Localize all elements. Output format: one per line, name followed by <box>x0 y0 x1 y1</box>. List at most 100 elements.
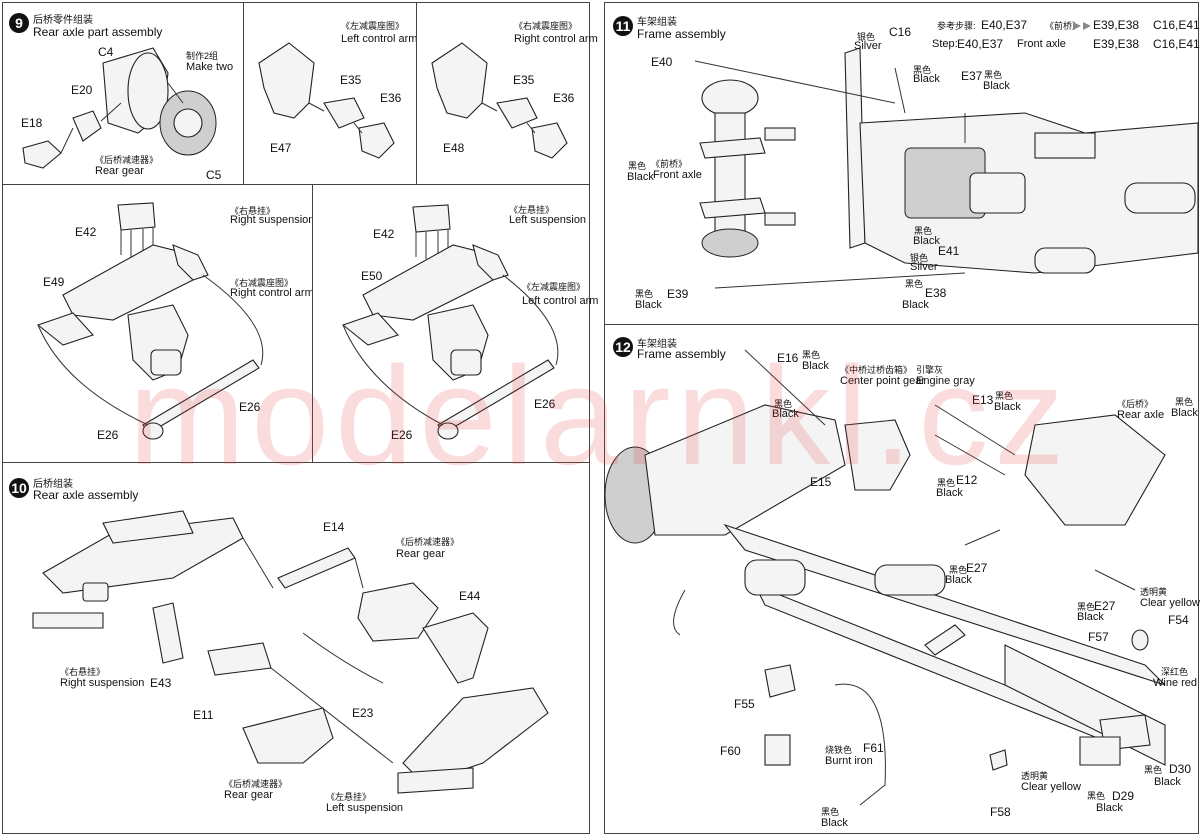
part-e37: E37 <box>961 69 983 83</box>
silver-e41-zh: 银色 <box>910 253 929 263</box>
part-d29: D29 <box>1112 789 1135 803</box>
left-susp3-en: Left suspension <box>326 802 404 814</box>
left-suspension-panel: E42 E50 E26 E26 《左悬挂》 Left suspension 《左… <box>312 184 598 464</box>
black-d30-zh: 黑色 <box>1144 765 1163 775</box>
ref-step-zh: 参考步骤: <box>937 21 976 31</box>
rear-axle-assembly-illustration <box>32 510 549 794</box>
left-susp3-zh: 《左悬挂》 <box>326 792 372 802</box>
ref-parts1-en: E40,E37 <box>957 37 1004 51</box>
black-e41-zh: 黑色 <box>914 226 933 236</box>
part-e40: E40 <box>651 55 673 69</box>
right-arm-en: Right control arm <box>514 33 598 45</box>
part-f58: F58 <box>990 805 1011 819</box>
ref-parts3-en: C16,E41 <box>1153 37 1200 51</box>
black-e41-en: Black <box>913 235 940 247</box>
part-e13: E13 <box>972 393 994 407</box>
part-e42-right: E42 <box>75 225 97 239</box>
black-e38-zh: 黑色 <box>905 279 924 289</box>
part-e14: E14 <box>323 520 345 534</box>
part-e35-right: E35 <box>513 73 535 87</box>
step9-title-zh: 后桥零件组装 <box>33 15 93 26</box>
black-e12-en: Black <box>936 487 963 499</box>
black-d29-zh: 黑色 <box>1087 791 1106 801</box>
engine-gray-en: Engine gray <box>916 375 975 387</box>
wine-red-en: Wine red <box>1153 677 1198 689</box>
step11-title-en: Frame assembly <box>637 27 726 41</box>
black-e27a-zh: 黑色 <box>949 565 968 575</box>
ref-front-zh: 《前桥》 <box>1045 21 1082 31</box>
black-e16-en: Black <box>802 360 829 372</box>
part-e16: E16 <box>777 351 799 365</box>
part-e42-left: E42 <box>373 227 395 241</box>
part-e36-left: E36 <box>380 91 402 105</box>
left-arm-en: Left control arm <box>341 33 418 45</box>
left-susp-zh: 《左悬挂》 <box>509 205 555 215</box>
black-front-en: Black <box>627 171 654 183</box>
part-e44: E44 <box>459 589 481 603</box>
ref-step-en: Step: <box>932 38 958 50</box>
part-e23: E23 <box>352 706 374 720</box>
clear-yellow-zh: 透明黄 <box>1140 587 1168 597</box>
black-c16-zh: 黑色 <box>913 65 932 75</box>
rear-axle-en: Rear axle <box>1117 409 1165 421</box>
part-c5: C5 <box>206 168 222 182</box>
step12-title-zh: 车架组装 <box>637 339 677 350</box>
black-e13-en: Black <box>994 401 1021 413</box>
black-e27b-zh: 黑色 <box>1077 602 1096 612</box>
make-two-zh: 制作2组 <box>186 51 219 61</box>
wine-red-zh: 深红色 <box>1161 667 1189 677</box>
part-e15: E15 <box>810 475 832 489</box>
part-d30: D30 <box>1169 762 1192 776</box>
rear-gear1-zh: 《后桥减速器》 <box>396 537 460 547</box>
right-suspension-illustration <box>36 202 264 440</box>
step10-title-en: Rear axle assembly <box>33 488 139 502</box>
black-e16-zh: 黑色 <box>802 350 821 360</box>
black-bottom-zh: 黑色 <box>821 807 840 817</box>
rear-gear-zh: 《后桥减速器》 <box>95 155 159 165</box>
right-arm2-en: Right control arm <box>230 287 314 299</box>
step12-title-en: Frame assembly <box>637 347 726 361</box>
rear-gear2-en: Rear gear <box>224 789 273 801</box>
right-susp3-en: Right suspension <box>60 677 145 689</box>
ref-parts2-en: E39,E38 <box>1093 37 1140 51</box>
black-e37-zh: 黑色 <box>984 70 1003 80</box>
part-f61: F61 <box>863 741 884 755</box>
part-e43: E43 <box>150 676 172 690</box>
ref-parts2-zh: E39,E38 <box>1093 18 1140 32</box>
burnt-iron-zh: 烧铁色 <box>825 745 853 755</box>
black-d29-en: Black <box>1096 802 1123 814</box>
silver-e41-en: Silver <box>910 261 938 273</box>
clear-yellow2-zh: 透明黄 <box>1021 771 1049 781</box>
silver-top-zh: 银色 <box>857 32 876 42</box>
left-control-arm-panel: 《左减震座图》 Left control arm E35 E36 E47 <box>243 2 418 186</box>
make-two-en: Make two <box>186 61 234 73</box>
step-number-12: 12 <box>613 337 633 357</box>
engine-gray-zh: 引擎灰 <box>916 365 944 375</box>
right-control-arm-panel: 《右减震座图》 Right control arm E35 E36 E48 <box>416 2 598 186</box>
black-front-zh: 黑色 <box>628 161 647 171</box>
part-e39: E39 <box>667 287 689 301</box>
center-gear-en: Center point gear <box>840 375 925 387</box>
part-e26-right-b: E26 <box>97 428 119 442</box>
black-bottom-en: Black <box>821 817 848 829</box>
left-arm2-zh: 《左减震座图》 <box>522 282 586 292</box>
part-e27-a: E27 <box>966 561 988 575</box>
part-f60: F60 <box>720 744 741 758</box>
step12-panel: 12 车架组装 Frame assembly E16 黑色 Black 黑色 B… <box>604 324 1200 834</box>
part-e49: E49 <box>43 275 65 289</box>
part-e47: E47 <box>270 141 292 155</box>
right-susp-zh: 《右悬挂》 <box>230 206 276 216</box>
ref-parts3-zh: C16,E41 <box>1153 18 1200 32</box>
right-suspension-panel: E42 E49 E26 E26 《右悬挂》 Right suspension 《… <box>2 184 314 464</box>
step10-panel: 10 后桥组装 Rear axle assembly E14 E44 E43 E… <box>2 462 590 834</box>
frame-assembly-front-illustration <box>694 22 1199 289</box>
part-c16: C16 <box>889 25 912 39</box>
frame-assembly-rear-illustration <box>604 349 1166 806</box>
black-rear-zh: 黑色 <box>1175 397 1194 407</box>
left-arm2-en: Left control arm <box>522 295 599 307</box>
part-e35-left: E35 <box>340 73 362 87</box>
part-e36-right: E36 <box>553 91 575 105</box>
black-c16-en: Black <box>913 73 940 85</box>
right-arm2-zh: 《右减震座图》 <box>230 278 294 288</box>
black-e39-en: Black <box>635 299 662 311</box>
